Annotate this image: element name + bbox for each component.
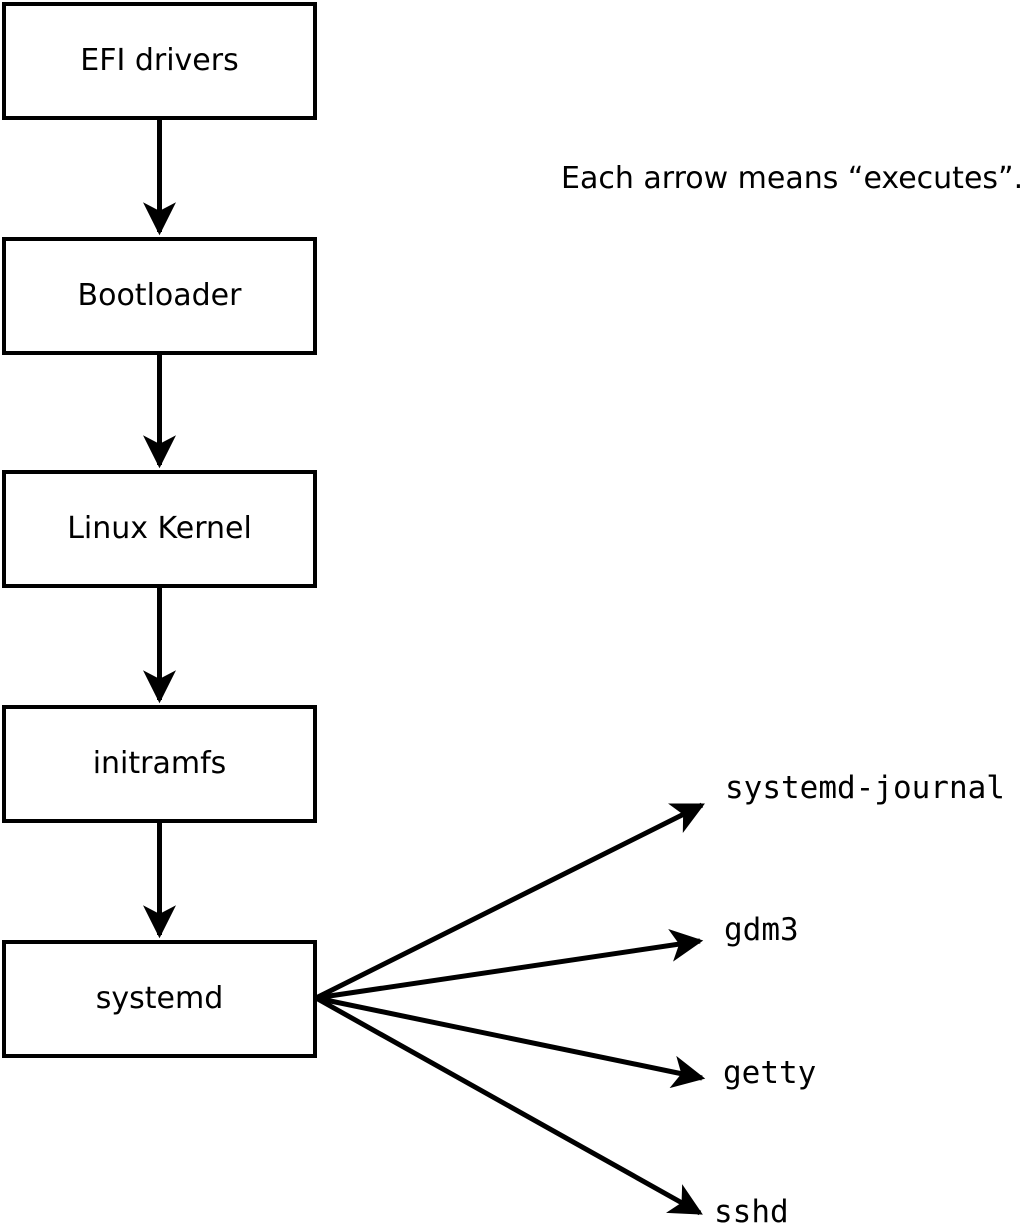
node-efi-drivers-label: EFI drivers (80, 43, 239, 78)
arrow-systemd-to-sshd (314, 995, 703, 1216)
arrow-systemd-to-getty (315, 995, 706, 1089)
node-initramfs-label: initramfs (92, 746, 227, 781)
process-label-sshd: sshd (714, 1194, 789, 1230)
process-label-gdm3: gdm3 (724, 912, 799, 948)
node-efi-drivers: EFI drivers (2, 2, 317, 120)
arrow-systemd-to-systemd-journal (314, 802, 705, 1001)
node-systemd: systemd (2, 940, 317, 1058)
node-linux-kernel-label: Linux Kernel (67, 511, 252, 546)
process-label-systemd-journal: systemd-journal (725, 770, 1005, 806)
diagram-caption: Each arrow means “executes”. (561, 161, 1023, 196)
process-label-getty: getty (723, 1055, 817, 1091)
node-bootloader-label: Bootloader (77, 278, 242, 313)
node-bootloader: Bootloader (2, 237, 317, 355)
arrow-systemd-to-gdm3 (315, 929, 704, 1001)
node-linux-kernel: Linux Kernel (2, 470, 317, 588)
node-systemd-label: systemd (95, 981, 224, 1016)
node-initramfs: initramfs (2, 705, 317, 823)
